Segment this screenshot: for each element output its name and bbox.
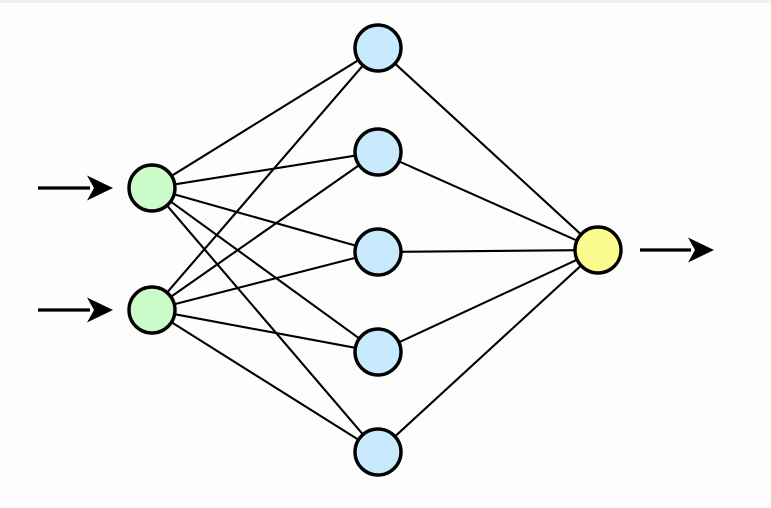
edge-i2-h2 (168, 162, 362, 300)
edge-i2-h5 (168, 320, 362, 442)
edge-h3-o1 (397, 249, 579, 253)
node-layer (127, 23, 623, 477)
top-edge-band (0, 0, 771, 3)
edge-i1-h2 (171, 154, 359, 186)
hidden-node-3[interactable] (353, 227, 403, 277)
output-node-1[interactable] (573, 225, 623, 275)
hidden-node-5[interactable] (353, 427, 403, 477)
edge-h5-o1 (392, 263, 584, 439)
input-arrow-1 (38, 175, 113, 201)
edge-i1-h5 (164, 202, 366, 438)
edge-h4-o1 (396, 257, 580, 345)
edge-i1-h1 (168, 58, 362, 178)
input-arrow-1-head (87, 175, 113, 201)
output-arrow-1 (640, 237, 714, 263)
input-arrow-2-head (87, 297, 113, 323)
input-arrow-2 (38, 297, 113, 323)
output-arrow-1-head (688, 237, 714, 263)
edge-i1-h4 (167, 199, 363, 341)
edge-h1-o1 (392, 61, 584, 237)
hidden-node-4[interactable] (353, 327, 403, 377)
edge-i2-h4 (171, 312, 359, 350)
edge-i2-h3 (171, 256, 359, 306)
edge-i1-h3 (171, 192, 359, 248)
edge-h2-o1 (396, 159, 580, 243)
hidden-node-1[interactable] (353, 23, 403, 73)
edge-layer (164, 58, 584, 442)
arrow-layer (38, 175, 714, 323)
hidden-node-2[interactable] (353, 127, 403, 177)
input-node-2[interactable] (127, 285, 177, 335)
input-node-1[interactable] (127, 163, 177, 213)
edge-i2-h1 (164, 62, 366, 296)
